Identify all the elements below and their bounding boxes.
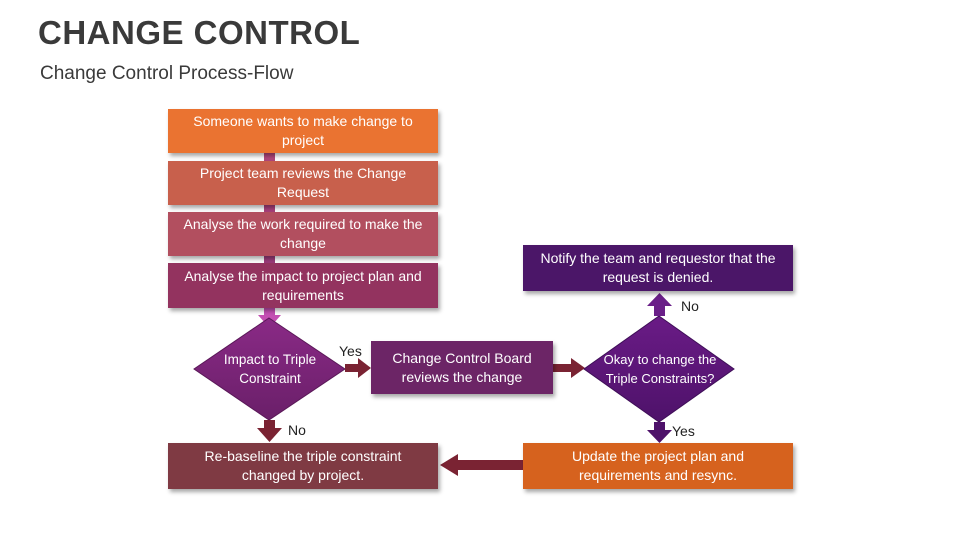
arrow-no-to-notify <box>647 293 672 316</box>
decision-okay-text: Okay to change the Triple Constraints? <box>603 352 717 386</box>
label-yes-okay: Yes <box>672 423 695 439</box>
step-rebaseline: Re-baseline the triple constraint change… <box>168 443 438 489</box>
arrow-update-to-rebaseline <box>440 454 523 476</box>
arrow-yes-to-board <box>345 358 371 378</box>
connector-step3-step4 <box>264 255 275 267</box>
label-no-okay: No <box>681 298 699 314</box>
arrow-yes-to-update <box>647 422 672 443</box>
step-analyse-impact: Analyse the impact to project plan and r… <box>168 263 438 308</box>
step-notify-denied: Notify the team and requestor that the r… <box>523 245 793 291</box>
connector-step1-step2 <box>264 152 275 166</box>
page-title: CHANGE CONTROL <box>38 14 361 51</box>
arrow-board-to-decision <box>553 358 585 378</box>
step-board-review: Change Control Board reviews the change <box>371 341 553 394</box>
label-yes-impact: Yes <box>339 343 362 359</box>
step-request-change: Someone wants to make change to project <box>168 109 438 153</box>
step-analyse-work: Analyse the work required to make the ch… <box>168 212 438 256</box>
step-team-review: Project team reviews the Change Request <box>168 161 438 205</box>
step-update-plan: Update the project plan and requirements… <box>523 443 793 489</box>
decision-impact-text: Impact to Triple Constraint <box>223 352 317 386</box>
arrow-no-to-rebaseline <box>257 420 282 442</box>
connector-step2-step3 <box>264 204 275 216</box>
page-subtitle: Change Control Process-Flow <box>40 63 294 84</box>
label-no-impact: No <box>288 422 306 438</box>
arrow-step4-decision <box>258 307 281 328</box>
